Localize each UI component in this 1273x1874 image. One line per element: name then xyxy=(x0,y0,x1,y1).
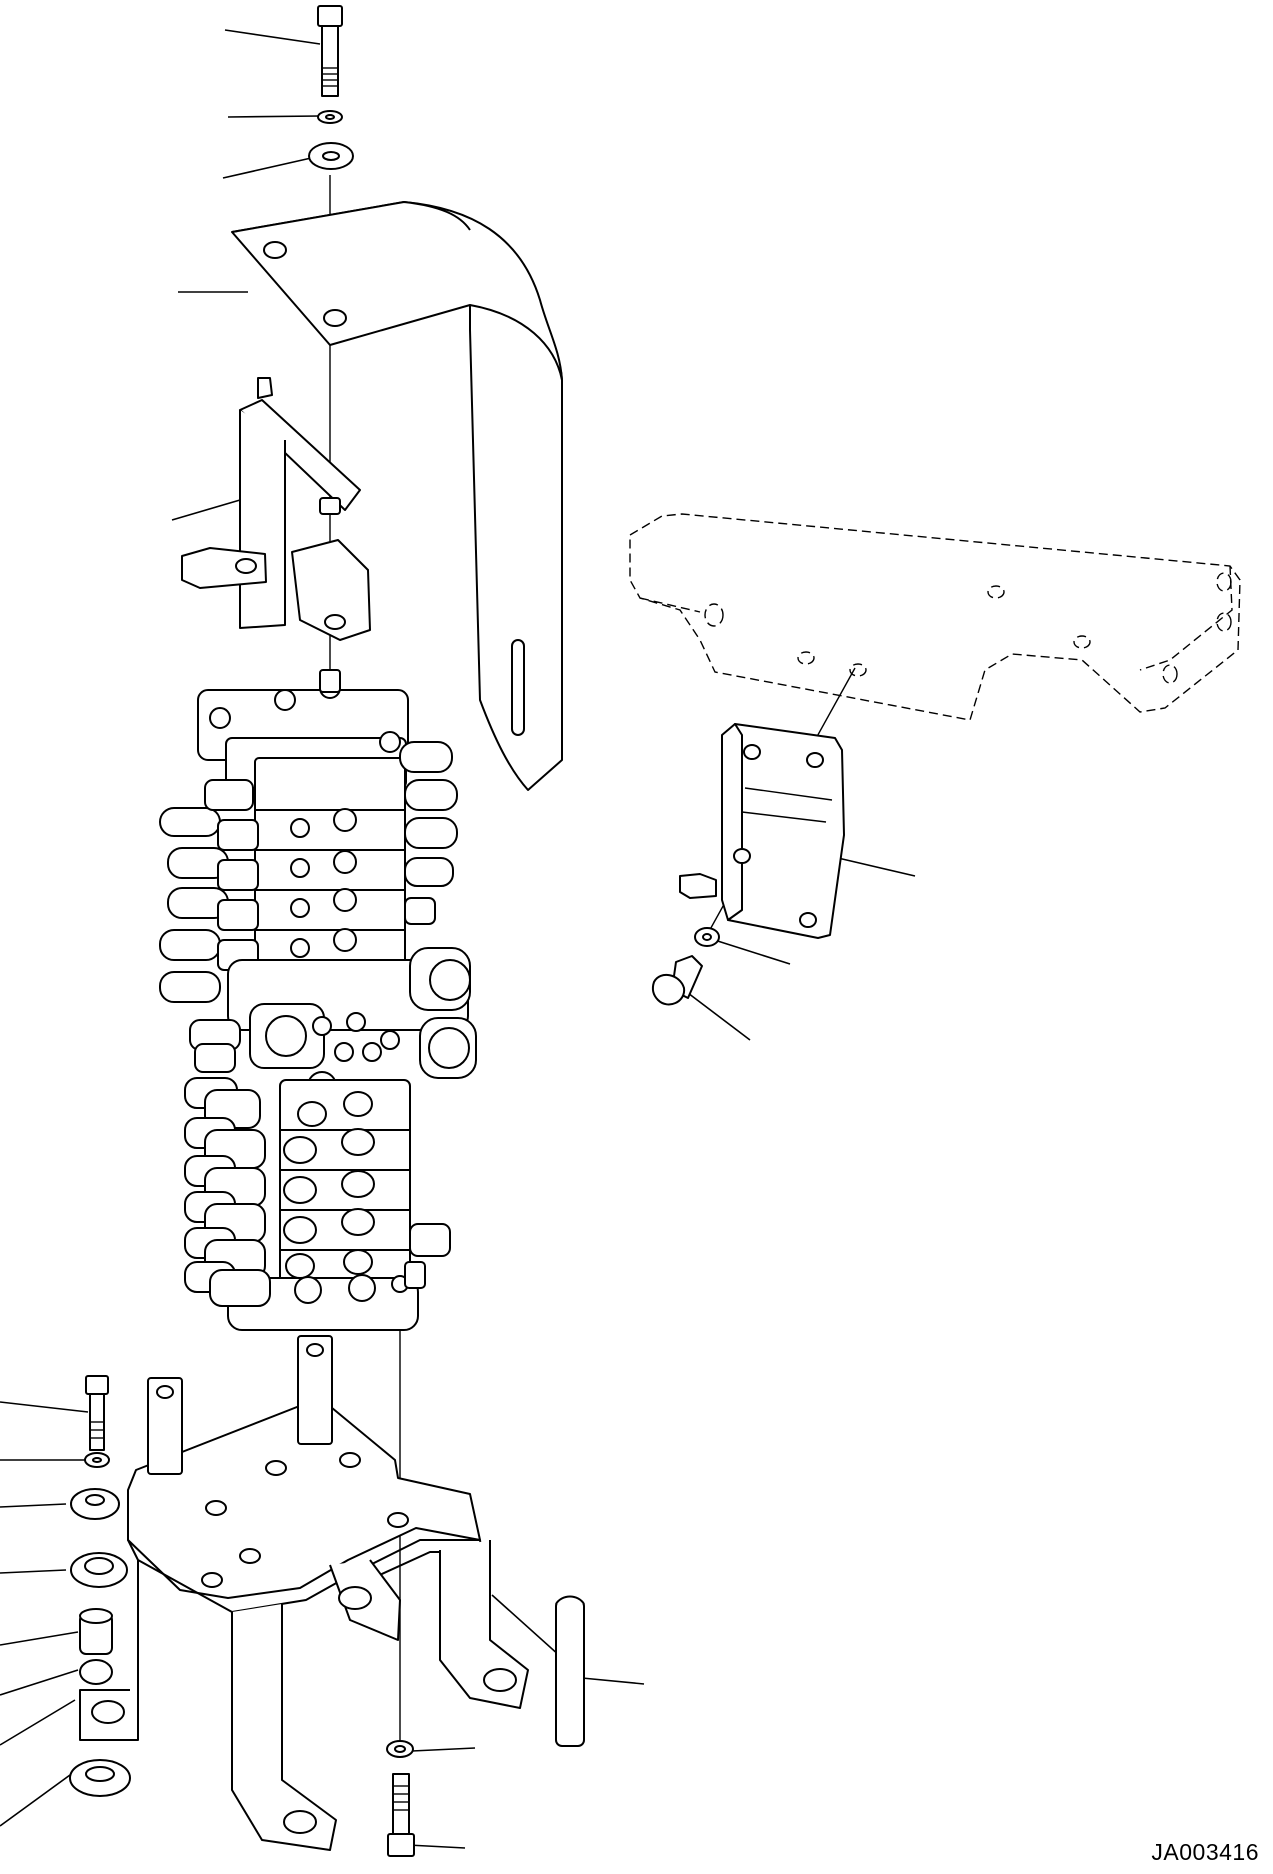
left-spool-caps-lower xyxy=(185,1020,270,1306)
lower-left-hardware xyxy=(70,1376,130,1796)
top-bolt xyxy=(318,6,342,96)
upper-bracket xyxy=(182,378,370,640)
top-flat-washer xyxy=(309,143,353,169)
lower-support-stand xyxy=(80,1398,528,1850)
bottom-bolt xyxy=(388,1774,414,1856)
bottom-washer xyxy=(387,1741,413,1757)
left-spool-caps-upper xyxy=(160,780,258,1002)
control-valve-upper xyxy=(198,670,408,968)
vertical-rod xyxy=(556,1597,584,1747)
figure-code: JA003416 xyxy=(1151,1839,1259,1865)
side-spring-washer xyxy=(695,928,719,946)
top-spring-washer xyxy=(318,111,342,123)
frame-outline-dashed xyxy=(630,514,1240,720)
control-valve-lower xyxy=(228,1080,450,1330)
side-bolt xyxy=(653,956,702,1004)
right-spool-caps-upper xyxy=(400,742,457,924)
side-mounting-plate xyxy=(680,724,844,938)
leader-lines xyxy=(0,30,915,1848)
stand-vertical-posts xyxy=(148,1336,332,1474)
control-valve-mid-manifold xyxy=(228,948,476,1115)
curved-cover-plate xyxy=(232,202,562,790)
